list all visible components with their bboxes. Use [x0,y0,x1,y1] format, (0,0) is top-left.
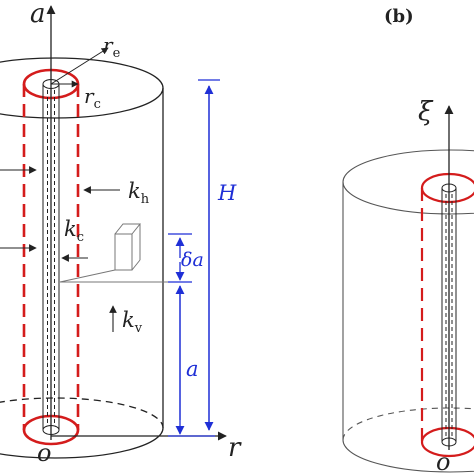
k-h-label: kh [128,179,150,207]
outer-cylinder-b [342,149,474,473]
panel-a: a r o re rc kh kc [0,0,242,467]
drain-well-b [420,172,474,458]
k-v-label: kv [122,308,143,336]
dimension-H-label: H [217,181,237,205]
panel-b-label: (b) [384,6,414,27]
xi-axis-label: ξ [418,97,434,127]
r-c-label: rc [84,84,101,112]
origin-label-b: o [436,448,450,474]
dimension-delta-a-label: δa [181,249,204,271]
panel-b: (b) ξ o [342,6,474,474]
r-e-arrow [50,47,109,85]
a-axis-label: a [30,0,46,29]
r-axis-label: r [228,433,242,463]
dimension-a-label: a [186,357,199,381]
soil-element [59,223,178,283]
origin-label-a: o [37,439,51,467]
dimension-lines [168,79,220,437]
k-c-label: kc [64,217,84,245]
r-e-label: re [103,33,121,61]
